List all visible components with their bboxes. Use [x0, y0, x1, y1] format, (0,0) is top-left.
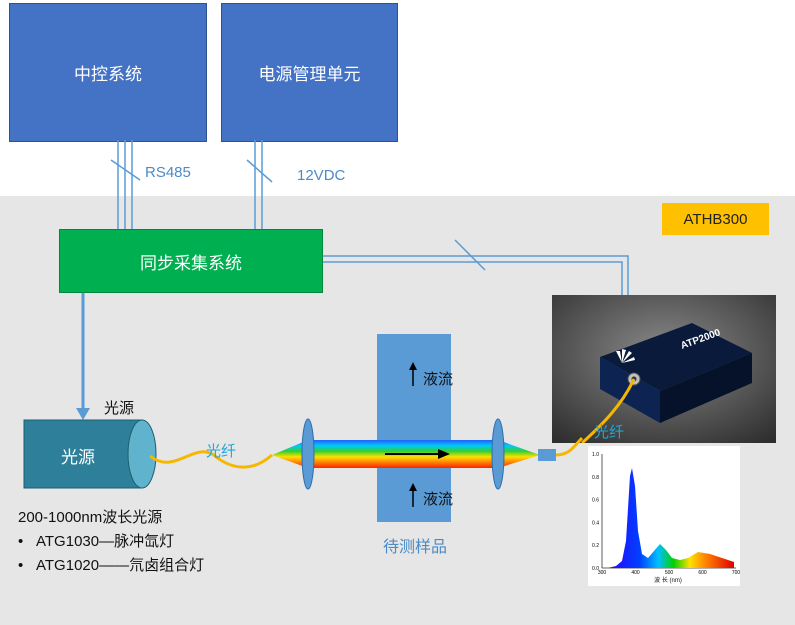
spectrometer-photo: ATP2000	[552, 295, 776, 443]
model-label: ATHB300	[683, 210, 748, 228]
light-source-caption: 光源	[104, 400, 135, 417]
light-list-title: 200-1000nm波长光源	[18, 509, 163, 526]
spectrum-x-tick: 300	[598, 570, 607, 576]
bullet-icon: •	[18, 557, 24, 574]
power-unit-label: 电源管理单元	[258, 65, 361, 84]
power-unit-box: 电源管理单元	[221, 3, 398, 142]
spectrum-x-tick: 600	[698, 570, 707, 576]
spectrum-x-tick: 700	[732, 570, 740, 576]
spectrum-y-tick: 0.0	[592, 566, 599, 572]
sync-acquisition-label: 同步采集系统	[140, 253, 242, 273]
bullet-icon: •	[18, 533, 24, 550]
spectrum-y-tick: 1.0	[592, 452, 599, 458]
fiber-right-label: 光纤	[594, 424, 625, 441]
flow-top-label: 液流	[423, 371, 454, 388]
flow-bottom-label: 液流	[423, 491, 454, 508]
light-list-item-label: ATG1030—脉冲氙灯	[36, 533, 175, 550]
central-control-box: 中控系统	[9, 3, 207, 142]
sync-acquisition-box: 同步采集系统	[59, 229, 323, 293]
spectrum-y-tick: 0.6	[592, 498, 599, 504]
fiber-left-label: 光纤	[206, 443, 237, 460]
rs485-label: RS485	[145, 164, 191, 181]
light-source-list: 200-1000nm波长光源 • ATG1030—脉冲氙灯 • ATG1020——氘…	[18, 506, 204, 578]
light-list-item-label: ATG1020——氘卤组合灯	[36, 557, 205, 574]
central-control-label: 中控系统	[74, 65, 142, 84]
spectrum-x-label: 波 长 (nm)	[654, 576, 682, 584]
spectrum-y-tick: 0.4	[592, 520, 599, 526]
light-list-item: • ATG1020——氘卤组合灯	[18, 554, 204, 578]
spectrum-x-tick: 500	[665, 570, 674, 576]
spectrum-y-tick: 0.8	[592, 475, 599, 481]
light-source-cylinder	[23, 419, 157, 489]
spectrum-y-tick: 0.2	[592, 543, 599, 549]
model-tag: ATHB300	[662, 203, 769, 235]
sample-label: 待测样品	[383, 539, 448, 556]
light-source-box-label: 光源	[61, 448, 95, 467]
spectrum-x-tick: 400	[631, 570, 640, 576]
light-list-item: • ATG1030—脉冲氙灯	[18, 530, 204, 554]
vdc-label: 12VDC	[297, 167, 346, 184]
